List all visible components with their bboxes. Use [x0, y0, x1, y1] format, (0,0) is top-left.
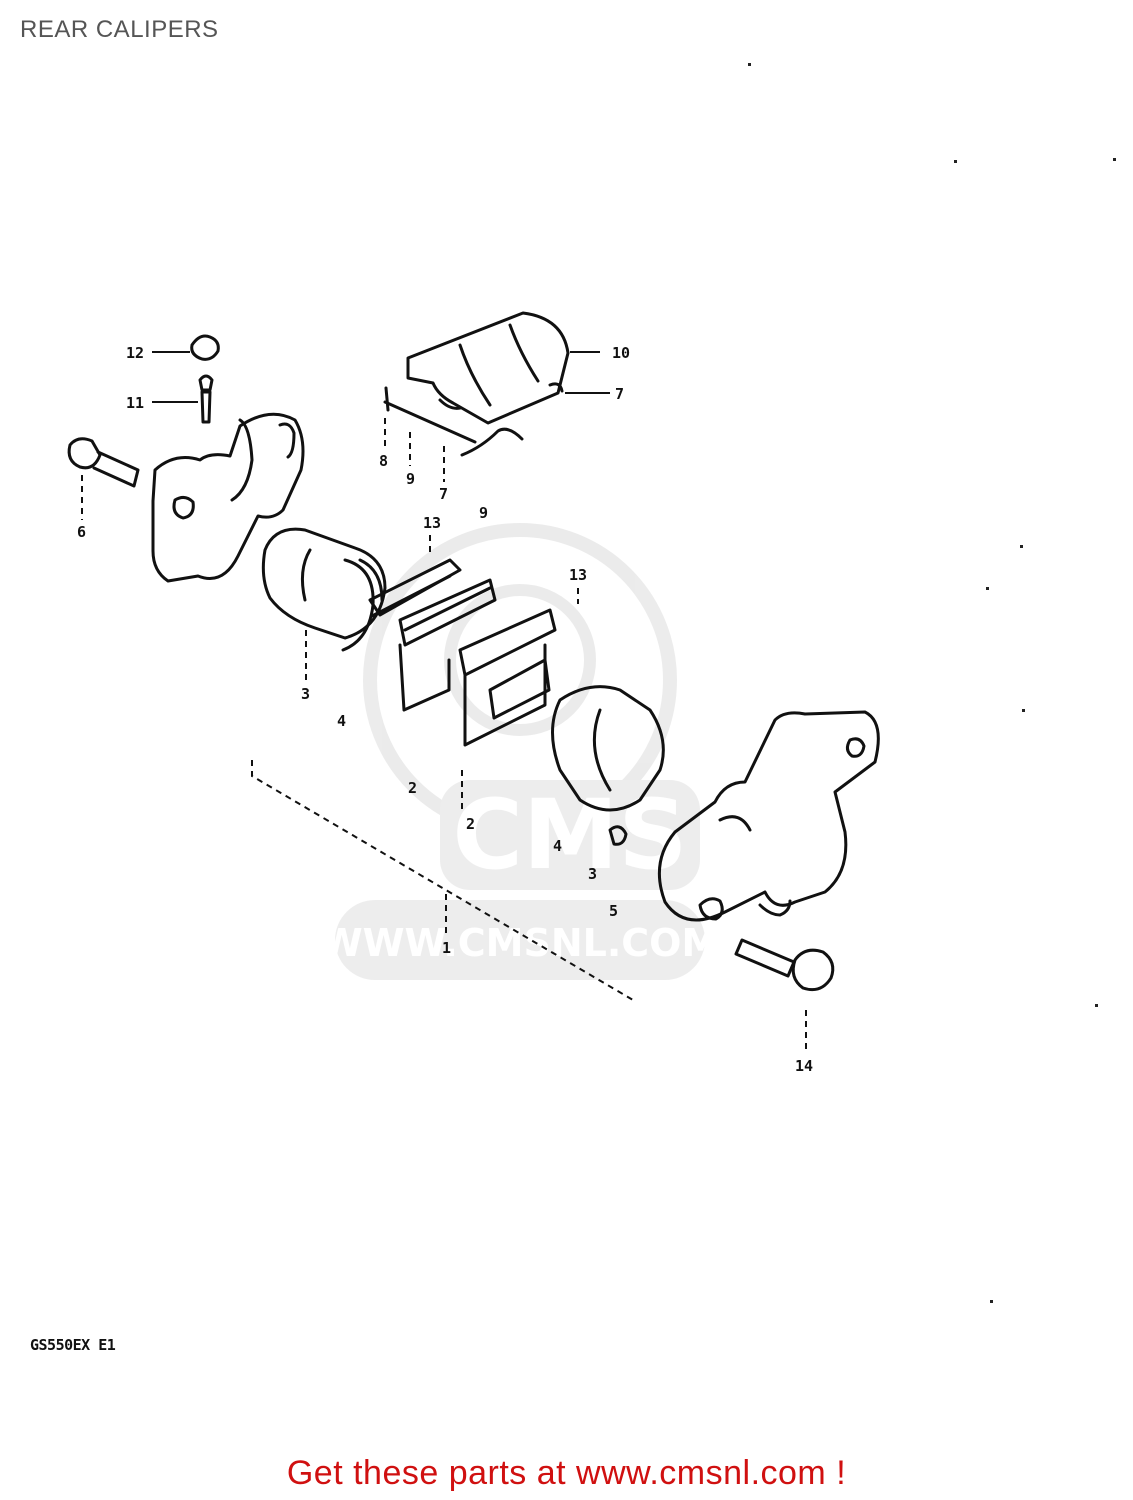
callout-5: 5 — [609, 902, 618, 920]
callout-4b: 4 — [553, 837, 562, 855]
callout-4a: 4 — [337, 712, 346, 730]
callout-7b: 7 — [439, 485, 448, 503]
watermark-brand: CMS — [452, 779, 687, 891]
callout-13b: 13 — [569, 566, 587, 584]
callout-12: 12 — [126, 344, 144, 362]
callout-3a: 3 — [301, 685, 310, 703]
piston-right — [551, 685, 665, 846]
callout-2a: 2 — [408, 779, 417, 797]
pad-pin-and-clips — [383, 382, 564, 457]
watermark-url: WWW.CMSNL.COM — [321, 921, 720, 965]
callout-7a: 7 — [615, 385, 624, 403]
callout-8: 8 — [379, 452, 388, 470]
caliper-body-right — [657, 710, 880, 922]
scan-specks — [748, 63, 1116, 1303]
page-title: REAR CALIPERS — [20, 16, 219, 43]
caliper-bolt-left — [67, 437, 140, 488]
callout-2b: 2 — [466, 815, 475, 833]
callout-9b: 9 — [479, 504, 488, 522]
piston-left — [261, 527, 387, 652]
watermark-logo: CMS WWW.CMSNL.COM — [321, 523, 720, 980]
pad-spring — [406, 311, 570, 425]
callout-13a: 13 — [423, 514, 441, 532]
pad-shim-left — [368, 558, 462, 618]
callout-3b: 3 — [588, 865, 597, 883]
leader-lines — [81, 351, 807, 1050]
callout-labels: 12 11 10 7 8 9 7 9 6 13 13 3 4 2 2 4 3 5… — [77, 344, 813, 1075]
callout-1: 1 — [442, 939, 451, 957]
caliper-bolt-right — [734, 938, 835, 992]
brake-pad-left — [398, 578, 497, 712]
brake-pad-right — [458, 608, 557, 747]
bleeder-valve-part — [198, 374, 214, 424]
callout-10: 10 — [612, 344, 630, 362]
model-code: GS550EX E1 — [30, 1336, 116, 1354]
callout-14: 14 — [795, 1057, 813, 1075]
callout-11: 11 — [126, 394, 144, 412]
bleeder-cap-part — [190, 334, 220, 361]
footer-link[interactable]: Get these parts at www.cmsnl.com ! — [286, 1454, 847, 1492]
callout-6: 6 — [77, 523, 86, 541]
caliper-body-left — [151, 412, 305, 583]
callout-9a: 9 — [406, 470, 415, 488]
